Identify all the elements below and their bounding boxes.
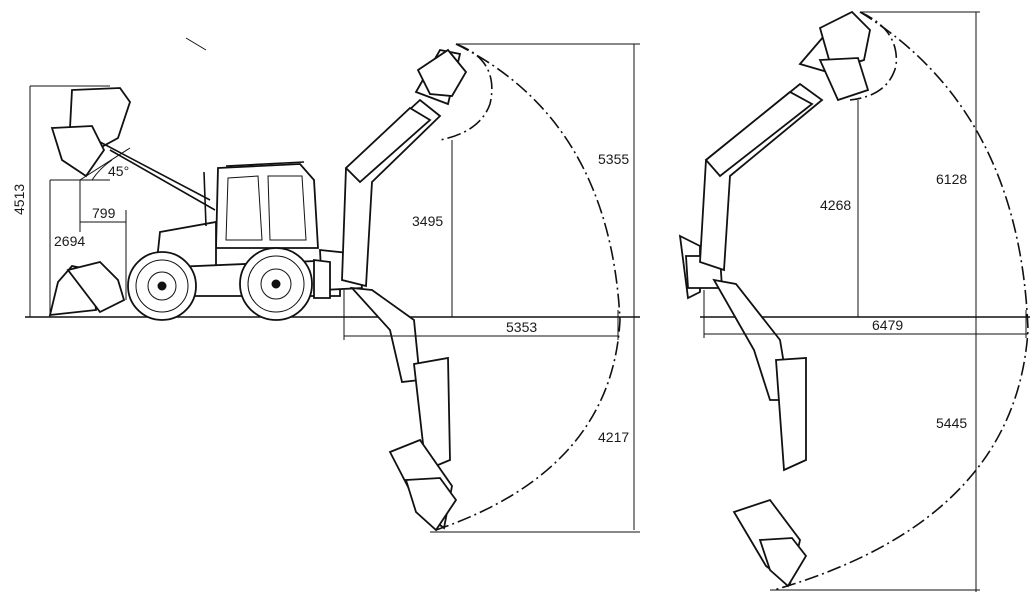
extended-loading-height-label: 4268 <box>820 197 851 213</box>
loader-dump-height-label: 2694 <box>54 233 85 249</box>
rear-wheel <box>239 247 313 321</box>
loader-dump-angle-label: 45° <box>108 163 129 179</box>
raised-loader-bucket <box>50 87 216 211</box>
backhoe-extended-arm <box>678 10 871 588</box>
backhoe-extended-dimensions <box>703 11 1028 592</box>
stray-mark <box>185 37 207 51</box>
loader-overall-height-label: 4513 <box>11 184 27 215</box>
extended-reach-at-ground-label: 6479 <box>872 317 903 333</box>
extended-digging-depth-label: 5445 <box>936 415 967 431</box>
backhoe-standard-reach-arc <box>435 43 621 531</box>
backhoe-standard-arm <box>341 48 468 532</box>
extended-reach-height-label: 6128 <box>936 171 967 187</box>
standard-loading-height-label: 3495 <box>412 213 443 229</box>
standard-digging-depth-label: 4217 <box>598 429 629 445</box>
front-wheel <box>127 251 197 321</box>
loader-reach-label: 799 <box>92 205 116 221</box>
backhoe-standard-bucket-arc <box>439 43 493 141</box>
front-loader-dimensions <box>29 85 131 317</box>
lowered-loader-bucket <box>48 261 126 317</box>
standard-reach-at-ground-label: 5353 <box>506 319 537 335</box>
standard-reach-height-label: 5355 <box>598 151 629 167</box>
backhoe-standard-dimensions <box>343 43 640 533</box>
backhoe-extended-reach-arc <box>773 11 1029 591</box>
